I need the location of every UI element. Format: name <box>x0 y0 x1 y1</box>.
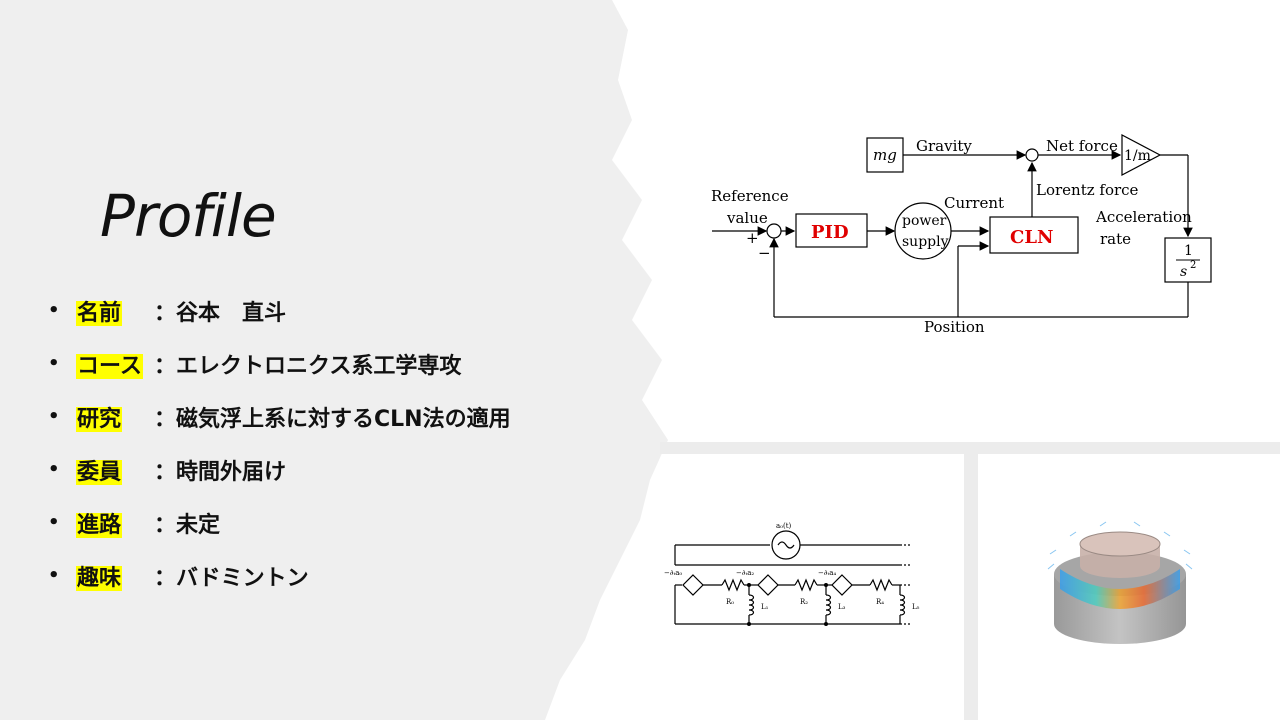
source-label: a₀(t) <box>776 522 792 530</box>
profile-label: 趣味 <box>76 560 154 592</box>
profile-list: • 名前 ：谷本 直斗 • コース ：エレクトロニクス系工学専攻 • 研究 ：磁… <box>48 284 511 602</box>
profile-item-career: • 進路 ：未定 <box>48 496 511 549</box>
label-highlight: 趣味 <box>76 565 123 591</box>
src-label-0: −∂ₜa₀ <box>664 569 682 577</box>
resistor-0 <box>721 578 745 592</box>
label-highlight: 委員 <box>76 459 123 485</box>
bullet-icon: • <box>48 459 60 480</box>
profile-item-committee: • 委員 ：時間外届け <box>48 443 511 496</box>
label-highlight: 研究 <box>76 406 123 432</box>
cln-block <box>989 216 1079 254</box>
bullet-icon: • <box>48 512 60 533</box>
resistor-1 <box>794 578 818 592</box>
profile-value: ：時間外届け <box>154 459 287 485</box>
gain-block <box>1121 134 1162 176</box>
profile-label: 研究 <box>76 401 154 433</box>
profile-value: ：バドミントン <box>154 565 309 591</box>
dependent-source-1 <box>757 574 779 596</box>
minus-sign: − <box>758 244 771 262</box>
reference-label-2: value <box>726 209 768 227</box>
mg-label: mg <box>873 146 897 164</box>
r1-label: R₂ <box>800 598 808 606</box>
label-highlight: 進路 <box>76 512 123 538</box>
position-label: Position <box>924 318 985 336</box>
inductor-2 <box>825 594 832 616</box>
bullet-icon: • <box>48 353 60 374</box>
power-label-1: power <box>902 213 947 229</box>
current-label: Current <box>944 194 1004 212</box>
reference-label-1: Reference <box>711 187 789 205</box>
profile-label: 名前 <box>76 295 154 327</box>
src-label-2: −∂ₜa₄ <box>818 569 836 577</box>
profile-item-name: • 名前 ：谷本 直斗 <box>48 284 511 337</box>
inverse-mass-label: 1/m <box>1124 148 1151 164</box>
slide-title: Profile <box>100 182 277 250</box>
net-force-label: Net force <box>1046 137 1118 155</box>
integrator-numerator: 1 <box>1184 243 1193 259</box>
r0-label: R₀ <box>726 598 734 606</box>
profile-value: ：未定 <box>154 512 221 538</box>
inductor-1 <box>748 594 755 616</box>
resistor-2 <box>869 578 893 592</box>
profile-value: ：磁気浮上系に対するCLN法の適用 <box>154 406 511 432</box>
bullet-icon: • <box>48 300 60 321</box>
l2-label: L₃ <box>838 603 846 611</box>
l3-label: L₅ <box>912 603 920 611</box>
label-highlight: コース <box>76 353 143 379</box>
profile-item-research: • 研究 ：磁気浮上系に対するCLN法の適用 <box>48 390 511 443</box>
gravity-label: Gravity <box>916 137 972 155</box>
label-highlight: 名前 <box>76 300 123 326</box>
profile-value: ：谷本 直斗 <box>154 300 287 326</box>
profile-value: ：エレクトロニクス系工学専攻 <box>154 353 462 379</box>
dependent-source-0 <box>682 574 704 596</box>
lorentz-force-label: Lorentz force <box>1036 181 1139 199</box>
inductor-3 <box>899 594 906 616</box>
cln-label: CLN <box>1010 227 1053 248</box>
src-label-1: −∂ₜa₂ <box>736 569 754 577</box>
plus-sign: + <box>746 229 759 247</box>
profile-label: コース <box>76 348 154 380</box>
dependent-source-2 <box>831 574 853 596</box>
r2-label: R₄ <box>876 598 884 606</box>
bullet-icon: • <box>48 565 60 586</box>
profile-label: 進路 <box>76 507 154 539</box>
profile-item-course: • コース ：エレクトロニクス系工学専攻 <box>48 337 511 390</box>
power-label-2: supply <box>902 234 949 250</box>
magnetic-field-simulation-image <box>1047 521 1193 644</box>
bullet-icon: • <box>48 406 60 427</box>
pid-label: PID <box>811 222 849 243</box>
l1-label: L₁ <box>761 603 769 611</box>
acceleration-label-2: rate <box>1100 230 1131 248</box>
integrator-exponent: 2 <box>1190 260 1196 271</box>
acceleration-label-1: Acceleration <box>1095 208 1192 226</box>
profile-item-hobby: • 趣味 ：バドミントン <box>48 549 511 602</box>
integrator-denominator: s <box>1180 264 1187 280</box>
profile-label: 委員 <box>76 454 154 486</box>
